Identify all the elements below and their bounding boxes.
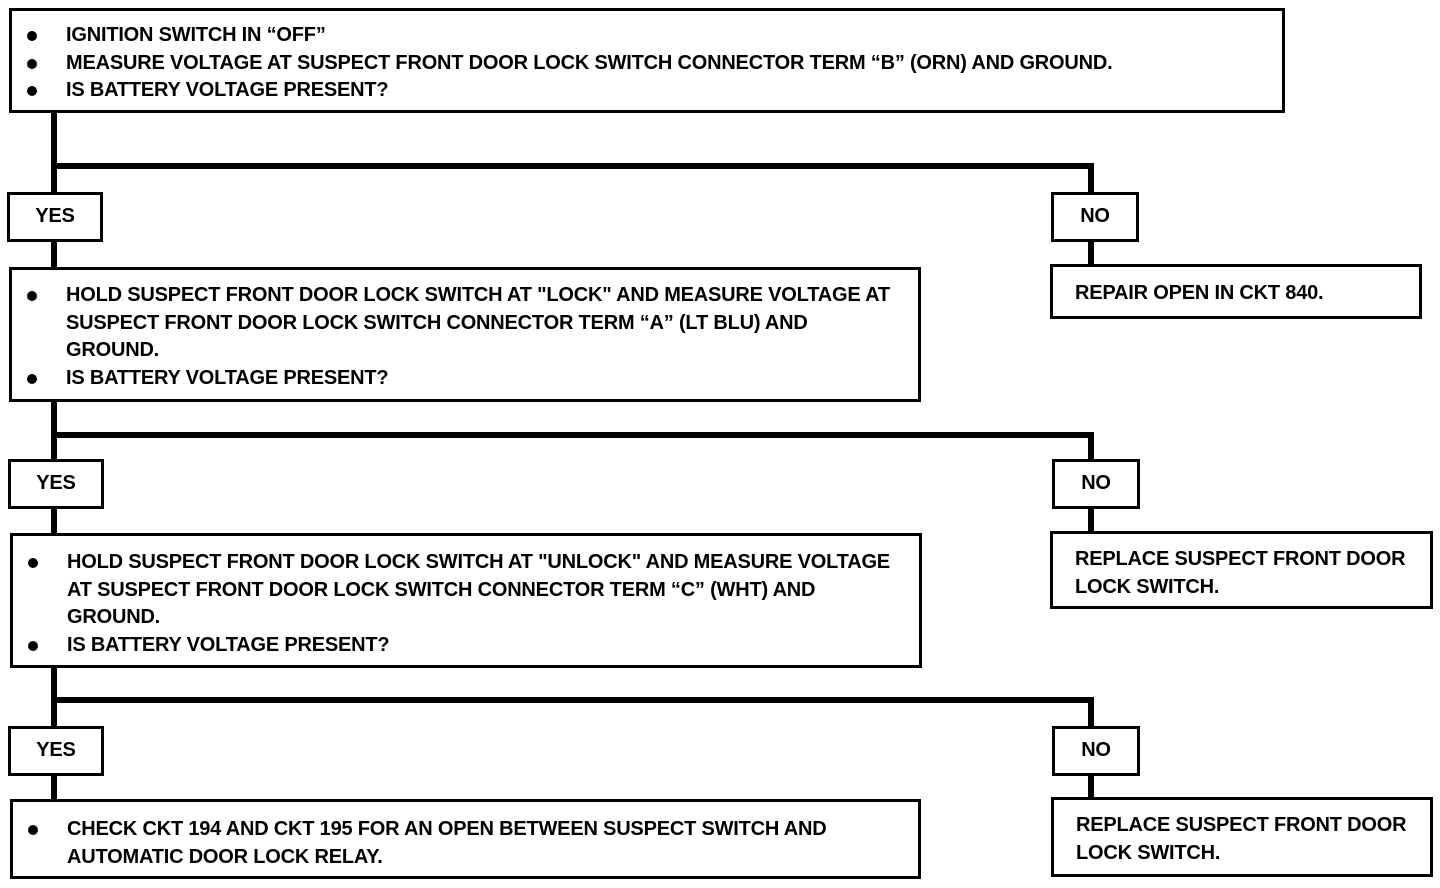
step-3-list: HOLD SUSPECT FRONT DOOR LOCK SWITCH AT "… bbox=[13, 549, 899, 659]
bullet-icon bbox=[28, 558, 38, 568]
step-2-box: HOLD SUSPECT FRONT DOOR LOCK SWITCH AT "… bbox=[9, 267, 921, 402]
yes-label-2: YES bbox=[8, 459, 104, 509]
no-result-2-text: REPLACE SUSPECT FRONT DOOR LOCK SWITCH. bbox=[1075, 548, 1406, 598]
connector-branch1-to-no1 bbox=[51, 163, 1094, 196]
step-2-item-1-text: HOLD SUSPECT FRONT DOOR LOCK SWITCH AT "… bbox=[66, 284, 890, 361]
step-4-item-1-text: CHECK CKT 194 AND CKT 195 FOR AN OPEN BE… bbox=[67, 818, 827, 868]
step-2-item-2: IS BATTERY VOLTAGE PRESENT? bbox=[12, 365, 898, 393]
step-1-box: IGNITION SWITCH IN “OFF” MEASURE VOLTAGE… bbox=[9, 8, 1285, 113]
bullet-icon bbox=[27, 86, 37, 96]
bullet-icon bbox=[27, 31, 37, 41]
bullet-icon bbox=[27, 58, 37, 69]
no-result-2-box: REPLACE SUSPECT FRONT DOOR LOCK SWITCH. bbox=[1050, 531, 1433, 609]
no-result-1-text: REPAIR OPEN IN CKT 840. bbox=[1075, 282, 1324, 304]
step-3-item-2: IS BATTERY VOLTAGE PRESENT? bbox=[13, 632, 899, 660]
step-2-item-1: HOLD SUSPECT FRONT DOOR LOCK SWITCH AT "… bbox=[12, 282, 898, 365]
step-1-item-2-text: MEASURE VOLTAGE AT SUSPECT FRONT DOOR LO… bbox=[66, 51, 1113, 74]
no-result-3-box: REPLACE SUSPECT FRONT DOOR LOCK SWITCH. bbox=[1051, 797, 1433, 877]
step-1-item-3: IS BATTERY VOLTAGE PRESENT? bbox=[12, 77, 1282, 105]
no-label-2: NO bbox=[1052, 459, 1140, 509]
no-result-3-text: REPLACE SUSPECT FRONT DOOR LOCK SWITCH. bbox=[1076, 814, 1407, 864]
step-1-item-2: MEASURE VOLTAGE AT SUSPECT FRONT DOOR LO… bbox=[12, 50, 1282, 78]
step-3-item-2-text: IS BATTERY VOLTAGE PRESENT? bbox=[67, 633, 390, 656]
step-1-item-3-text: IS BATTERY VOLTAGE PRESENT? bbox=[66, 79, 389, 101]
step-1-item-1: IGNITION SWITCH IN “OFF” bbox=[12, 22, 1282, 50]
no-label-1: NO bbox=[1051, 192, 1139, 242]
step-1-item-1-text: IGNITION SWITCH IN “OFF” bbox=[66, 24, 326, 46]
bullet-icon bbox=[27, 291, 37, 301]
step-2-list: HOLD SUSPECT FRONT DOOR LOCK SWITCH AT "… bbox=[12, 282, 898, 392]
step-4-list: CHECK CKT 194 AND CKT 195 FOR AN OPEN BE… bbox=[13, 816, 898, 871]
no-result-1-box: REPAIR OPEN IN CKT 840. bbox=[1050, 264, 1422, 319]
bullet-icon bbox=[27, 373, 37, 384]
step-1-list: IGNITION SWITCH IN “OFF” MEASURE VOLTAGE… bbox=[12, 22, 1282, 105]
step-4-item-1: CHECK CKT 194 AND CKT 195 FOR AN OPEN BE… bbox=[13, 816, 898, 871]
step-3-item-1: HOLD SUSPECT FRONT DOOR LOCK SWITCH AT "… bbox=[13, 549, 899, 632]
no-label-3: NO bbox=[1052, 726, 1140, 776]
step-4-box: CHECK CKT 194 AND CKT 195 FOR AN OPEN BE… bbox=[10, 799, 921, 879]
connector-branch3-to-no3 bbox=[51, 697, 1094, 730]
connector-branch2-to-no2 bbox=[51, 432, 1094, 463]
step-2-item-2-text: IS BATTERY VOLTAGE PRESENT? bbox=[66, 366, 389, 389]
step-3-box: HOLD SUSPECT FRONT DOOR LOCK SWITCH AT "… bbox=[10, 533, 922, 668]
bullet-icon bbox=[28, 640, 38, 651]
bullet-icon bbox=[28, 825, 38, 835]
yes-label-1: YES bbox=[7, 192, 103, 242]
yes-label-3: YES bbox=[8, 726, 104, 776]
step-3-item-1-text: HOLD SUSPECT FRONT DOOR LOCK SWITCH AT "… bbox=[67, 551, 890, 628]
